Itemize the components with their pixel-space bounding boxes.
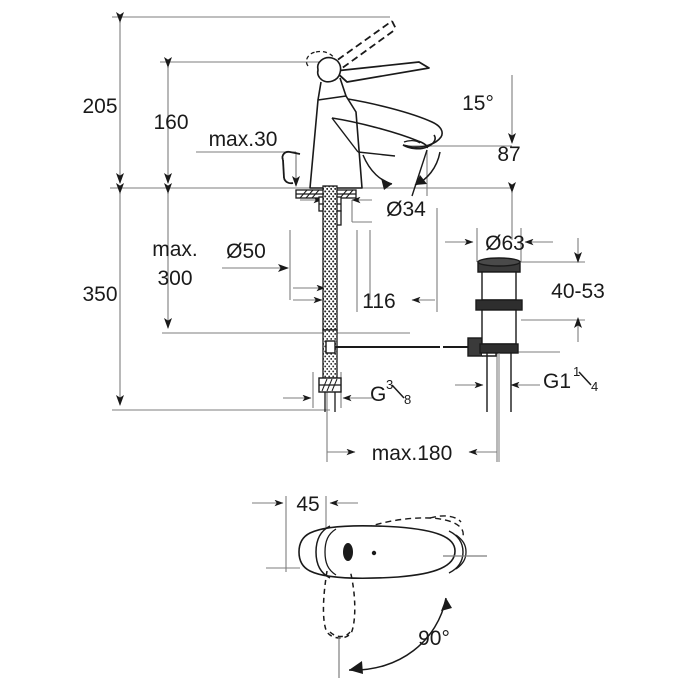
spout-inner-edge bbox=[331, 117, 359, 153]
waste-body-upper bbox=[481, 271, 517, 301]
dimension-dia63-label: Ø63 bbox=[485, 232, 525, 255]
dimension-max-30: max.30 bbox=[209, 128, 300, 187]
dimension-dia34-label: Ø34 bbox=[386, 198, 426, 221]
thread-g114-numerator: 1 bbox=[573, 364, 580, 379]
popup-rod-handle bbox=[281, 150, 301, 161]
lever-raised-phantom bbox=[328, 20, 397, 75]
dimension-90deg-label: 90° bbox=[418, 627, 450, 650]
thread-g38-denominator: 8 bbox=[404, 392, 411, 407]
spout-lower-profile bbox=[331, 117, 428, 149]
dimension-thread-g114: G1 1 4 bbox=[455, 364, 598, 394]
dimension-350-label: 350 bbox=[82, 283, 117, 306]
dimension-116-label: 116 bbox=[362, 290, 395, 313]
faucet-body bbox=[309, 95, 363, 189]
dimension-max-label: max. bbox=[152, 238, 198, 261]
dimension-dia-34: Ø34 bbox=[300, 196, 426, 221]
dimension-300-label: 300 bbox=[157, 267, 192, 290]
dimension-dia-50: Ø50 bbox=[222, 240, 289, 272]
water-flow-arrows bbox=[362, 149, 441, 197]
dimension-40-53: 40-53 bbox=[551, 238, 605, 342]
dimension-max30-label: max.30 bbox=[209, 128, 278, 151]
dimension-160-300: 160 max. 300 bbox=[152, 57, 198, 329]
lever-plan-outline bbox=[298, 525, 456, 579]
swivel-90-arc bbox=[348, 555, 487, 674]
dimension-max180-label: max.180 bbox=[372, 442, 453, 465]
dimension-15deg-label: 15° bbox=[462, 92, 494, 115]
lever-pivot-cap bbox=[316, 56, 342, 83]
dimension-dia50-label: Ø50 bbox=[226, 240, 266, 263]
popup-waste-assembly bbox=[475, 257, 523, 462]
lever-plan-view: 45 bbox=[252, 493, 487, 678]
lever-cap-ring bbox=[315, 525, 331, 579]
dimension-max-180: max.180 bbox=[327, 442, 497, 465]
lever-index-slot bbox=[343, 543, 353, 561]
dimension-87-label: 87 bbox=[497, 143, 520, 166]
dimension-thread-g38: G 3 8 bbox=[283, 377, 411, 407]
dimension-15deg-87: 15° 87 bbox=[462, 75, 521, 240]
dimension-160-label: 160 bbox=[153, 111, 188, 134]
thread-g38-main: G bbox=[370, 383, 386, 406]
thread-g38-numerator: 3 bbox=[386, 377, 393, 392]
lever-center-dot bbox=[371, 550, 377, 556]
faucet-elevation-view bbox=[281, 20, 443, 197]
dimension-4053-label: 40-53 bbox=[551, 280, 605, 303]
dimension-205: 205 350 bbox=[82, 12, 124, 406]
dimension-205-label: 205 bbox=[82, 95, 117, 118]
dimension-45-label: 45 bbox=[296, 493, 319, 516]
waste-sealing-washer bbox=[475, 299, 523, 311]
dimension-116: 116 bbox=[293, 284, 435, 313]
thread-g114-denominator: 4 bbox=[591, 379, 598, 394]
waste-body-lower bbox=[481, 309, 517, 345]
thread-g114-main: G1 bbox=[543, 370, 571, 393]
dimension-dia-63: Ø63 bbox=[445, 232, 553, 255]
waste-lock-nut bbox=[479, 343, 519, 354]
